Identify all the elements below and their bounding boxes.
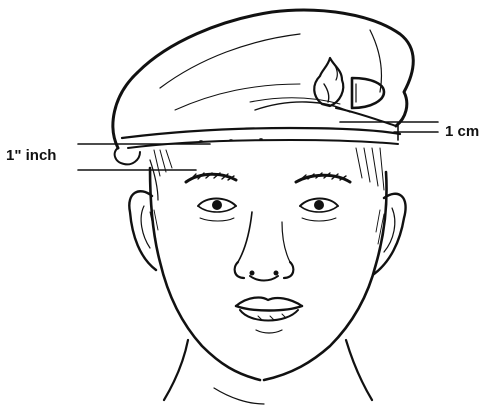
nose: [235, 212, 294, 281]
neck: [164, 340, 372, 404]
eyebrows: [186, 173, 350, 182]
left-ear: [129, 191, 158, 270]
one-cm-label: 1 cm: [445, 124, 479, 139]
left-eye: [198, 199, 236, 222]
right-eye: [300, 199, 338, 222]
one-inch-label: 1" inch: [6, 148, 56, 163]
right-ear: [374, 194, 406, 274]
mouth: [236, 298, 302, 333]
beret: [113, 10, 413, 164]
